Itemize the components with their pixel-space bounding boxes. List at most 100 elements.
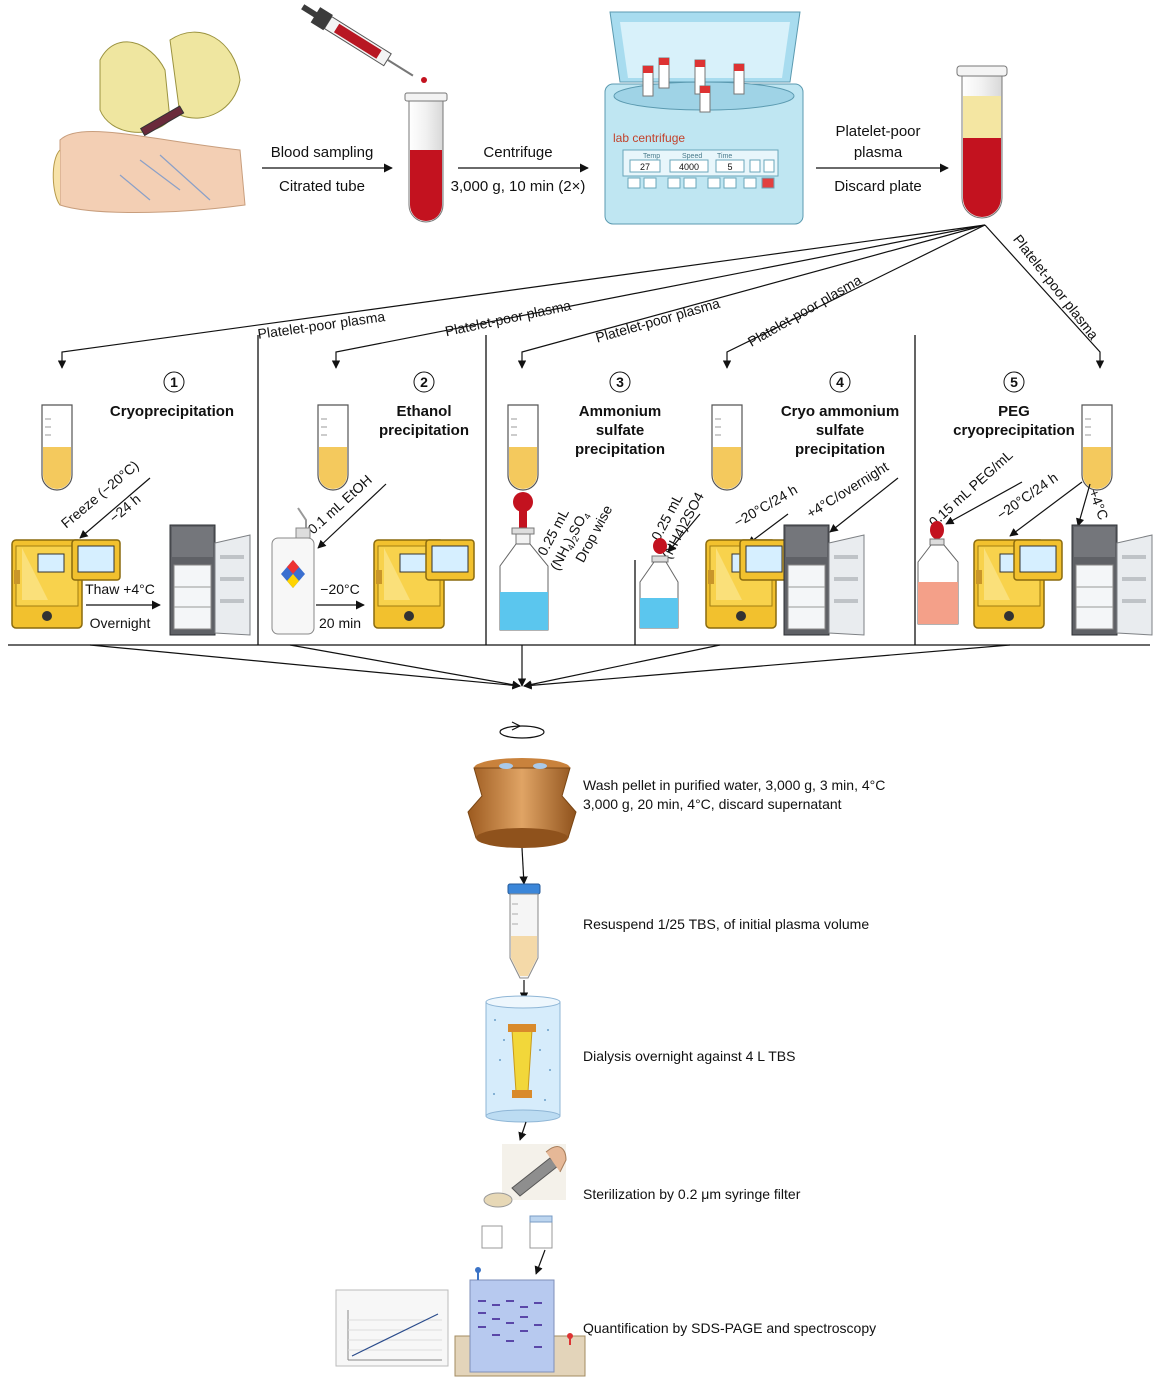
m3-formula-sub4: 4: [565, 543, 576, 552]
method-header-5: 5 PEG cryoprecipitation: [953, 371, 1075, 439]
m5-freeze: −20°C/24 h: [994, 469, 1061, 523]
freezer-door-icon-2: [425, 539, 475, 581]
method-header-2: 2 Ethanol precipitation: [379, 371, 469, 439]
m5-fridge: +4°C: [1086, 487, 1112, 522]
centrifuge-rotor-illustration: [467, 758, 577, 848]
dialysis-beaker-illustration: [485, 995, 561, 1123]
label-discard-plate: Discard plate: [834, 178, 922, 195]
freezer-door-icon: [71, 539, 121, 581]
m2-time: 20 min: [319, 615, 361, 631]
method-title-4-line2: sulfate: [816, 422, 864, 439]
label-citrated-tube: Citrated tube: [279, 178, 365, 195]
ppp-label-branch-3: Platelet-poor plasma: [594, 295, 722, 346]
fridge-icon-5: [1071, 524, 1153, 636]
step-wash-line2: 3,000 g, 20 min, 4°C, discard supernatan…: [583, 796, 842, 812]
syringe-icon: [301, 4, 414, 77]
m4-arrow-fridge: [829, 477, 899, 533]
fridge-icon-4: [783, 524, 865, 636]
arrow-to-sterilization: [518, 1121, 527, 1141]
m1-overnight: Overnight: [90, 615, 151, 631]
ppp-label-branch-5: Platelet-poor plasma: [1010, 231, 1102, 342]
method-header-3: 3 Ammonium sulfate precipitation: [575, 371, 665, 458]
ppp-label-branch-2: Platelet-poor plasma: [443, 297, 572, 339]
panel-speed-value: 4000: [679, 162, 699, 172]
method-title-2-line1: Ethanol: [397, 403, 452, 420]
method-number-4: 4: [836, 374, 844, 390]
m1-arrow-freeze: [79, 477, 151, 539]
m3-formula-sub2: 2: [570, 534, 581, 543]
m5-arrow-fridge: [1076, 483, 1091, 527]
fan-out-arrows: [57, 224, 1105, 369]
ppp-label-branch-4: Platelet-poor plasma: [745, 272, 864, 350]
arrow-to-resuspend: [519, 847, 528, 885]
freezer-door-icon-4: [739, 539, 789, 581]
panel-temp-value: 27: [640, 162, 650, 172]
step-resuspend: Resuspend 1/25 TBS, of initial plasma vo…: [583, 916, 869, 932]
m3-formula-close: ): [561, 535, 577, 547]
m5-arrow-freeze: [1009, 481, 1083, 537]
dropper-bottle-ammonium: [499, 492, 549, 631]
method-title-5-line1: PEG: [998, 403, 1030, 420]
method-title-1-line1: Cryoprecipitation: [110, 403, 234, 420]
label-ppp-line2: plasma: [854, 144, 903, 161]
m2-temp: −20°C: [320, 581, 359, 597]
standard-curve-chart-thumbnail: [335, 1289, 449, 1367]
step-quantification: Quantification by SDS-PAGE and spectrosc…: [583, 1320, 876, 1336]
ppp-label-branch-1: Platelet-poor plasma: [257, 308, 387, 342]
m5-arrow-peg: [945, 481, 1023, 525]
plasma-tube-5: [1081, 404, 1113, 491]
centrifuge-brand: lab centrifuge: [613, 131, 685, 145]
plasma-tube-4: [711, 404, 743, 491]
plasma-tube-1: [41, 404, 73, 491]
method-title-3-line3: precipitation: [575, 441, 665, 458]
m3-formula-sub4b: 4: [582, 512, 593, 521]
m4-fridge: +4°C/overnight: [804, 458, 892, 521]
plasma-tube-3: [507, 404, 539, 491]
blood-draw-illustration: [52, 31, 246, 213]
m2-arrow-etoh: [317, 483, 387, 549]
panel-temp-label: Temp: [643, 153, 660, 160]
method-number-5: 5: [1010, 374, 1018, 390]
method-title-5-line2: cryoprecipitation: [953, 422, 1075, 439]
m4-formula: 0.25 mL (NH4)2SO4: [648, 489, 707, 561]
syringe-filter-illustration: [481, 1144, 567, 1249]
dropper-bottle-cryo-ammonium: [639, 538, 679, 629]
method-title-3-line1: Ammonium: [579, 403, 662, 420]
m4-arrow-reagent: [667, 513, 701, 553]
panel-time-label: Time: [717, 153, 732, 160]
section-dividers: [8, 335, 1150, 646]
rotation-icon: [499, 721, 545, 739]
m1-hours: −24 h: [106, 491, 143, 526]
method-header-1: 1 Cryoprecipitation: [110, 371, 234, 420]
step-wash-line1: Wash pellet in purified water, 3,000 g, …: [583, 777, 885, 793]
method-header-4: 4 Cryo ammonium sulfate precipitation: [781, 371, 899, 458]
m4-arrow-freeze: [747, 513, 789, 545]
panel-speed-label: Speed: [682, 153, 702, 160]
m4-freeze: −20°C/24 h: [731, 481, 800, 530]
label-centrifuge-params: 3,000 g, 10 min (2×): [451, 178, 586, 195]
arrow-to-quantification: [534, 1249, 546, 1275]
citrated-blood-tube: [404, 92, 448, 223]
fridge-icon: [169, 524, 251, 636]
label-blood-sampling: Blood sampling: [271, 144, 374, 161]
step-sterilization: Sterilization by 0.2 μm syringe filter: [583, 1186, 801, 1202]
separated-plasma-tube: [956, 65, 1008, 219]
panel-time-value: 5: [727, 162, 732, 172]
method-title-4-line1: Cryo ammonium: [781, 403, 899, 420]
method-number-2: 2: [420, 374, 428, 390]
method-number-3: 3: [616, 374, 624, 390]
method-title-4-line3: precipitation: [795, 441, 885, 458]
method-title-2-line2: precipitation: [379, 422, 469, 439]
dropper-bottle-peg: [917, 521, 959, 625]
method-title-3-line2: sulfate: [596, 422, 644, 439]
falcon-tube-illustration: [507, 883, 541, 979]
plasma-tube-2: [317, 404, 349, 491]
label-centrifuge: Centrifuge: [483, 144, 552, 161]
label-ppp-line1: Platelet-poor: [835, 123, 920, 140]
lab-centrifuge-illustration: lab centrifuge Temp Speed Time 27 4000 5: [604, 11, 804, 225]
step-dialysis: Dialysis overnight against 4 L TBS: [583, 1048, 795, 1064]
freezer-door-icon-5: [1013, 539, 1063, 581]
m1-thaw: Thaw +4°C: [85, 581, 155, 597]
ethanol-wash-bottle: [271, 507, 315, 635]
